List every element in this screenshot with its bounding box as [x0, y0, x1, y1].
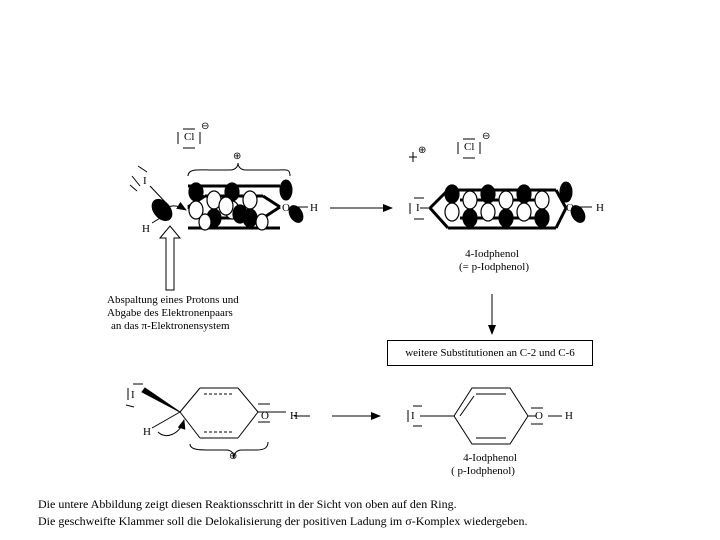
plus-charge-sigma: ⊕	[233, 151, 242, 162]
iodine-lone-pairs-right-top	[409, 197, 424, 220]
minus-charge-right: ⊖	[482, 131, 491, 142]
further-substitution-label: weitere Substitutionen an C-2 und C-6	[405, 347, 575, 359]
hydroxyl-h-label-right: H	[596, 202, 604, 214]
hydroxyl-h-label-left: H	[310, 202, 318, 214]
hydrogen-label-left: H	[142, 223, 150, 235]
plus-charge-proton: ⊕	[418, 145, 427, 156]
hydroxyl-h-label-bottom-right: H	[565, 410, 573, 422]
hydroxyl-h-label-bottom-left: H	[290, 410, 298, 422]
chloride-ion-left	[177, 128, 201, 149]
sigma-complex-orbital-view	[149, 162, 308, 231]
sigma-complex-top-view	[141, 387, 310, 459]
iodine-lone-pairs-bottom-right	[407, 405, 422, 427]
chloride-label-right: Cl	[464, 141, 475, 153]
oxygen-label-left: O	[282, 202, 290, 214]
process-text-line2: Abgabe des Elektronenpaars	[107, 307, 233, 319]
further-substitution-box: weitere Substitutionen an C-2 und C-6	[387, 340, 593, 366]
iodine-lone-pairs-left	[129, 165, 148, 192]
iodine-label-bottom-left: I	[131, 389, 135, 401]
chloride-label-left: Cl	[184, 131, 195, 143]
oxygen-label-bottom-right: O	[535, 410, 543, 422]
minus-charge-left: ⊖	[201, 121, 210, 132]
process-arrow-up	[158, 225, 182, 291]
product-top-view	[420, 387, 562, 445]
hydrogen-label-bottom-left: H	[143, 426, 151, 438]
iodine-lone-pairs-bottom-left	[125, 383, 143, 408]
product-bottom-alt-name: ( p-Iodphenol)	[451, 465, 515, 477]
iodine-label-left: I	[143, 175, 147, 187]
iodine-label-bottom-right: I	[411, 410, 415, 422]
product-bottom-name: 4-Iodphenol	[463, 452, 517, 464]
product-top-name: 4-Iodphenol	[465, 248, 519, 260]
chloride-ion-right	[457, 138, 481, 159]
caption-line-2: Die geschweifte Klammer soll die Delokal…	[38, 514, 528, 528]
oxygen-label-bottom-left: O	[261, 410, 269, 422]
product-top-alt-name: (= p-Iodphenol)	[458, 261, 530, 273]
product-orbital-view	[420, 181, 592, 230]
iodine-label-right: I	[416, 202, 420, 214]
oxygen-label-right: O	[566, 202, 574, 214]
caption-line-1: Die untere Abbildung zeigt diesen Reakti…	[38, 497, 457, 511]
process-text-line1: Abspaltung eines Protons und	[107, 294, 239, 306]
p-orbitals-left	[188, 182, 269, 231]
process-text-line3: an das π-Elektronensystem	[111, 320, 230, 332]
plus-charge-bottom: ⊕	[229, 451, 238, 462]
